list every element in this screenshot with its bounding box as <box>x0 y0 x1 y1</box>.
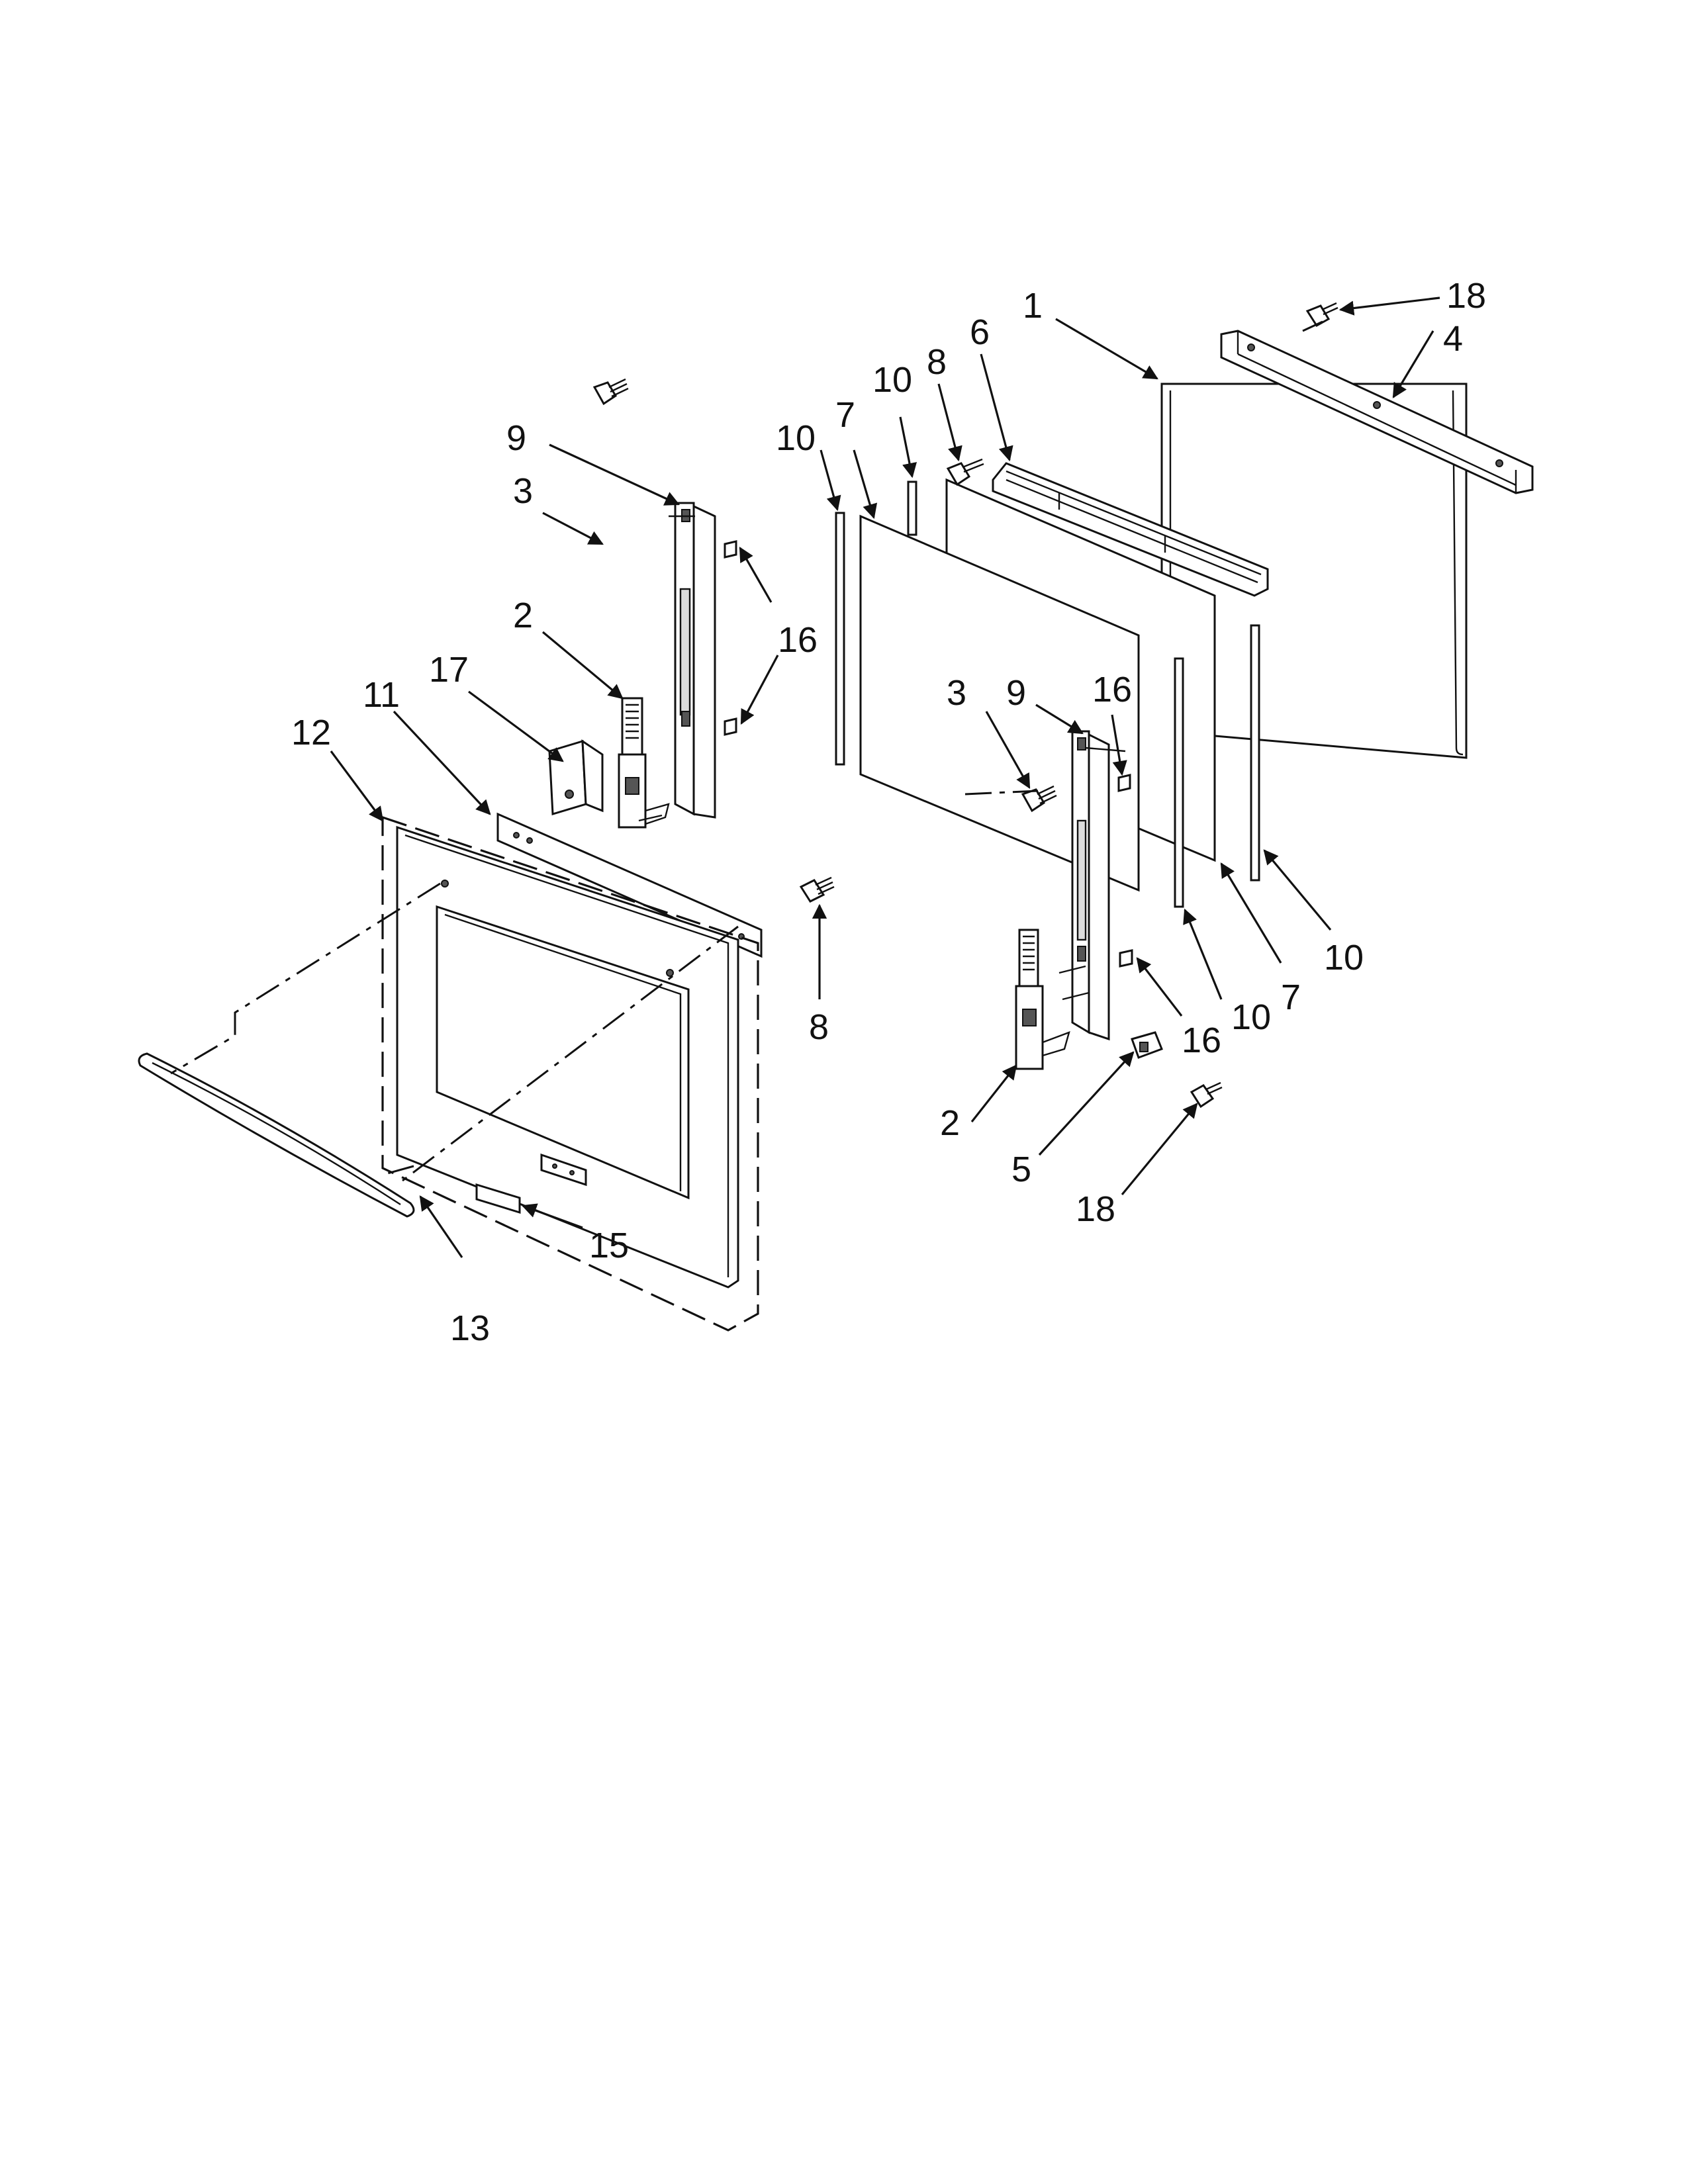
part-glass-frame-rail <box>992 462 1269 597</box>
callout-9-right: 9 <box>1006 673 1026 713</box>
part-top-trim <box>1220 330 1534 494</box>
callout-1: 1 <box>1023 286 1043 326</box>
part-latch-bracket <box>1131 1031 1163 1059</box>
part-hinge-receiver-right <box>1071 730 1110 1041</box>
part-glass-spacer-3 <box>1174 657 1184 908</box>
callout-16-left: 16 <box>778 620 818 660</box>
part-hinge-right <box>1015 929 1070 1070</box>
part-screw-rail <box>946 458 984 486</box>
callout-11: 11 <box>363 675 400 715</box>
part-nameplate <box>475 1183 521 1214</box>
leader-arrows <box>330 296 1440 1258</box>
callout-7-bottom: 7 <box>1281 978 1301 1017</box>
callout-6: 6 <box>970 312 990 352</box>
callout-3-right: 3 <box>947 673 966 713</box>
part-door-handle <box>138 1052 415 1218</box>
part-clip-left-lower <box>724 717 737 736</box>
callout-8-top: 8 <box>927 342 947 382</box>
part-latch-plate <box>548 739 604 815</box>
part-clip-right-lower <box>1119 949 1133 968</box>
part-screw-left <box>592 378 629 406</box>
callout-10-right: 10 <box>1324 938 1364 978</box>
callout-labels: 1 18 4 6 8 10 7 10 9 3 16 2 17 11 12 8 1… <box>291 276 1486 1348</box>
callout-17: 17 <box>429 650 469 690</box>
callout-2-left: 2 <box>513 596 533 635</box>
callout-5: 5 <box>1011 1150 1031 1189</box>
part-glass-spacer-4 <box>1250 624 1260 882</box>
callout-10-left: 10 <box>776 418 816 458</box>
callout-8-bottom: 8 <box>809 1007 829 1047</box>
callout-9-left: 9 <box>506 418 526 458</box>
part-clip-left-upper <box>724 540 737 559</box>
callout-16-right-upper: 16 <box>1092 670 1132 709</box>
callout-18-top: 18 <box>1446 276 1486 316</box>
callout-3-left: 3 <box>513 471 533 511</box>
callout-10-bottom: 10 <box>1231 997 1271 1037</box>
callout-4: 4 <box>1443 319 1463 359</box>
callout-15: 15 <box>589 1226 629 1265</box>
part-inner-glass-front <box>859 514 1140 892</box>
part-screw-top-right <box>1305 302 1338 327</box>
part-hinge-left <box>618 697 670 829</box>
part-glass-spacer-1 <box>835 512 845 766</box>
part-vent-strip <box>496 812 763 958</box>
callout-16-right-lower: 16 <box>1182 1021 1221 1060</box>
callout-10-top: 10 <box>872 360 912 400</box>
part-glass-spacer-2 <box>907 480 917 536</box>
callout-13: 13 <box>450 1308 490 1348</box>
callout-7-top: 7 <box>835 395 855 435</box>
part-hinge-receiver-left <box>674 502 716 819</box>
part-screw-front <box>799 876 835 903</box>
callout-2-right: 2 <box>940 1103 960 1143</box>
part-outer-door-assembly <box>381 815 759 1332</box>
callout-18-bottom: 18 <box>1076 1189 1115 1229</box>
callout-12: 12 <box>291 713 331 752</box>
assembly-lines <box>170 320 1323 1186</box>
part-screw-bottom-right <box>1190 1081 1223 1109</box>
part-clip-right-upper <box>1117 774 1131 792</box>
